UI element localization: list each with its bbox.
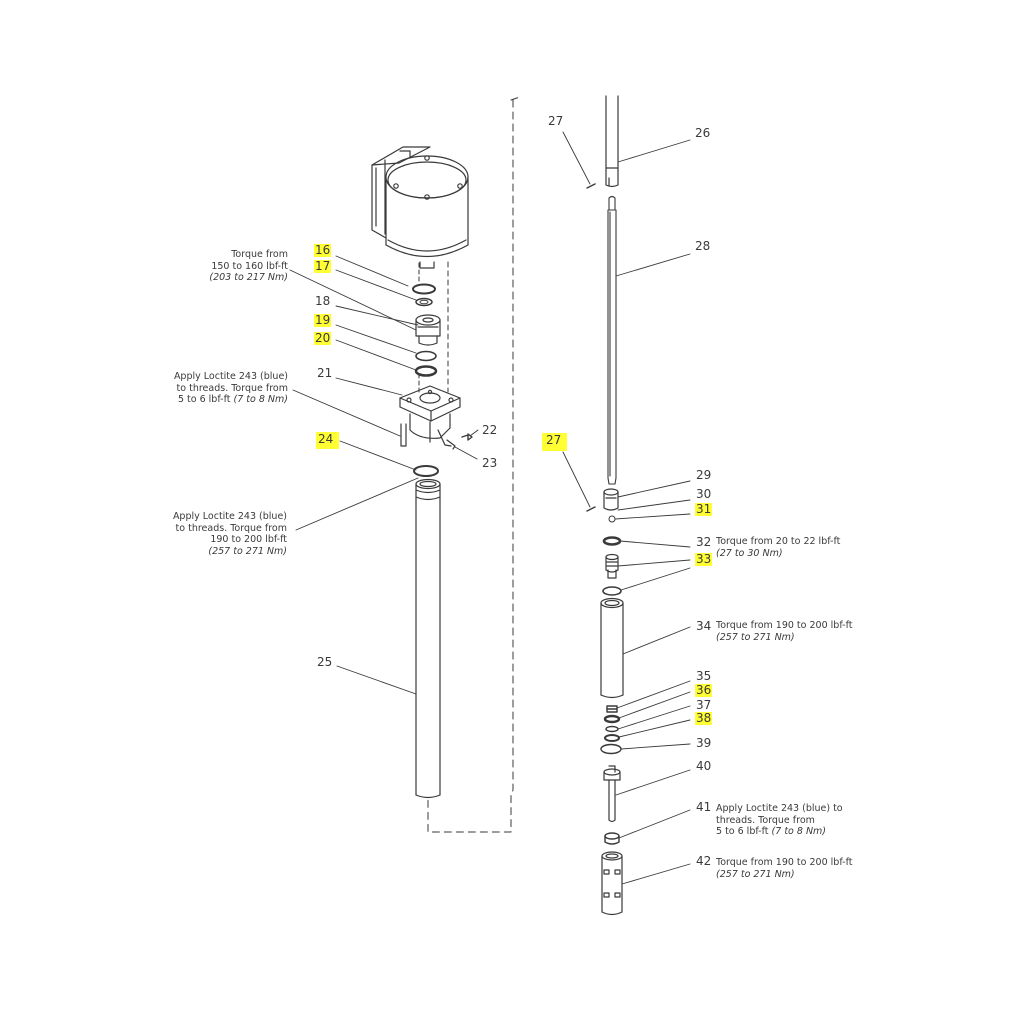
note-line: Apply Loctite 243 (blue) to <box>716 803 843 814</box>
callout-38: 38 <box>695 711 713 725</box>
note-metric: (203 to 217 Nm) <box>209 272 288 283</box>
callout-23: 23 <box>482 456 498 470</box>
callout-36: 36 <box>695 683 713 697</box>
part-32-seal <box>602 536 622 546</box>
note-line: to threads. Torque from <box>175 522 287 534</box>
callout-31: 31 <box>695 502 713 516</box>
part-25-pipe <box>415 478 441 799</box>
note-line: Apply Loctite 243 (blue) <box>173 371 288 382</box>
note-metric: (257 to 271 Nm) <box>208 545 287 557</box>
note-torque-part-42: Torque from 190 to 200 lbf-ft (257 to 27… <box>716 857 852 880</box>
part-34-cylinder <box>600 597 624 699</box>
part-29-coupling <box>603 488 619 511</box>
note-metric: (7 to 8 Nm) <box>233 394 288 405</box>
callout-39: 39 <box>696 736 712 750</box>
motor <box>371 146 469 269</box>
callout-32: 32 <box>696 535 712 549</box>
note-metric: (7 to 8 Nm) <box>771 826 827 837</box>
callout-26: 26 <box>695 126 711 140</box>
right-leaders <box>562 131 691 885</box>
callout-34: 34 <box>696 619 712 633</box>
note-metric: (257 to 271 Nm) <box>716 868 795 880</box>
part-42-foot-valve <box>601 851 623 916</box>
note-line: 5 to 6 lbf-ft <box>177 394 231 405</box>
callout-25: 25 <box>317 655 333 669</box>
part-16-oring <box>412 283 436 295</box>
callout-41: 41 <box>696 800 712 814</box>
note-metric: (257 to 271 Nm) <box>716 631 795 643</box>
part-33-valve <box>605 553 619 579</box>
part-26-rod <box>605 95 619 188</box>
note-torque-part-34: Torque from 190 to 200 lbf-ft (257 to 27… <box>716 620 852 643</box>
callout-40: 40 <box>696 759 712 773</box>
note-torque-part-32: Torque from 20 to 22 lbf-ft (27 to 30 Nm… <box>716 536 840 559</box>
part-40-piston <box>603 765 621 823</box>
part-22-screw <box>461 433 473 441</box>
note-line: 5 to 6 lbf-ft <box>716 826 769 837</box>
part-27-pins <box>586 183 596 512</box>
callout-42: 42 <box>696 854 712 868</box>
callout-19: 19 <box>314 313 332 327</box>
callout-35: 35 <box>696 669 712 683</box>
note-line: to threads. Torque from <box>176 382 288 394</box>
callout-28: 28 <box>695 239 711 253</box>
callout-24: 24 <box>316 432 340 449</box>
callout-20: 20 <box>314 331 332 345</box>
note-line: Torque from 190 to 200 lbf-ft <box>716 857 853 868</box>
callout-18: 18 <box>315 294 331 308</box>
part-17-washer <box>415 297 433 307</box>
part-33-oring <box>602 586 622 596</box>
note-line: 150 to 160 lbf-ft <box>211 260 288 272</box>
callout-17: 17 <box>314 259 332 273</box>
callout-27-top: 27 <box>548 114 564 128</box>
part-41-nut <box>604 832 620 845</box>
callout-33: 33 <box>695 552 713 566</box>
note-line: Torque from <box>231 249 288 260</box>
part-23-screw <box>446 439 456 450</box>
part-18-fitting <box>415 314 441 346</box>
callout-22: 22 <box>482 423 498 437</box>
note-metric: (27 to 30 Nm) <box>716 547 783 559</box>
dashed-boundary <box>427 96 521 833</box>
note-line: 190 to 200 lbf-ft <box>210 534 287 545</box>
note-loctite-part-41: Apply Loctite 243 (blue) to threads. Tor… <box>716 803 843 838</box>
callout-29: 29 <box>696 468 712 482</box>
callout-21: 21 <box>317 366 333 380</box>
left-leaders <box>289 255 479 695</box>
callout-37: 37 <box>696 698 712 712</box>
note-line: threads. Torque from <box>716 814 815 826</box>
part-31-ball <box>608 515 616 523</box>
note-line: Torque from 20 to 22 lbf-ft <box>716 536 841 547</box>
callout-27-lower: 27 <box>542 433 568 451</box>
note-torque-part-18: Torque from 150 to 160 lbf-ft (203 to 21… <box>196 249 288 284</box>
note-loctite-part-25: Apply Loctite 243 (blue) to threads. Tor… <box>160 511 287 557</box>
part-20-bearing <box>414 365 438 377</box>
note-loctite-part-21: Apply Loctite 243 (blue) to threads. Tor… <box>162 371 288 406</box>
parts-35-39-seals <box>600 705 622 755</box>
note-line: Apply Loctite 243 (blue) <box>172 511 287 522</box>
callout-30: 30 <box>696 487 712 501</box>
part-19-oring <box>415 350 437 362</box>
part-21-housing <box>399 385 461 447</box>
part-24-oring <box>413 465 439 477</box>
note-line: Torque from 190 to 200 lbf-ft <box>716 620 853 631</box>
callout-16: 16 <box>314 243 332 257</box>
part-28-rod <box>607 195 617 485</box>
